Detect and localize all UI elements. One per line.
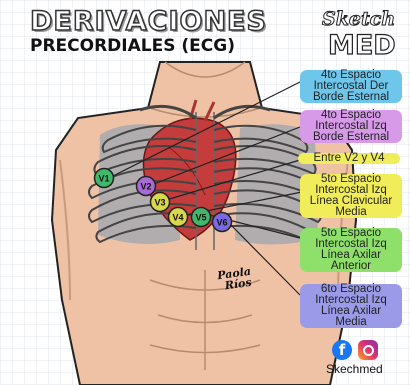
- title-line1: DERIVACIONES: [30, 6, 267, 37]
- electrode-label: V6: [216, 218, 227, 228]
- instagram-icon[interactable]: [358, 340, 378, 360]
- lead-label-line: Media: [300, 317, 402, 328]
- logo-line1: Sketch: [322, 8, 395, 30]
- electrode-v1: V1: [95, 169, 114, 188]
- electrode-v5: V5: [192, 208, 211, 227]
- social-footer: f Skechmed: [326, 340, 396, 380]
- electrode-v2: V2: [137, 177, 156, 196]
- electrode-label: V3: [154, 198, 165, 208]
- electrode-label: V1: [98, 174, 109, 184]
- lead-label-line: Entre V2 y V4: [298, 153, 400, 164]
- lead-label-line: Media: [300, 207, 402, 218]
- electrode-v3: V3: [151, 193, 170, 212]
- title-line2: PRECORDIALES (ECG): [30, 36, 235, 56]
- lead-label-line: Borde Esternal: [300, 92, 402, 103]
- facebook-icon[interactable]: f: [332, 340, 352, 360]
- artist-signature: Paola Ríos: [217, 266, 253, 292]
- sketchmed-logo: Sketch MED: [316, 8, 386, 68]
- electrode-label: V2: [140, 182, 151, 192]
- electrode-label: V4: [172, 213, 183, 223]
- lead-label-3: Entre V2 y V4: [298, 153, 400, 164]
- lead-label-line: Anterior: [300, 261, 402, 272]
- electrode-v4: V4: [169, 208, 188, 227]
- electrode-v6: V6: [213, 213, 232, 232]
- social-handle: Skechmed: [326, 362, 383, 376]
- logo-line2: MED: [328, 30, 396, 61]
- electrode-label: V5: [195, 213, 206, 223]
- lead-label-line: Borde Esternal: [300, 132, 402, 143]
